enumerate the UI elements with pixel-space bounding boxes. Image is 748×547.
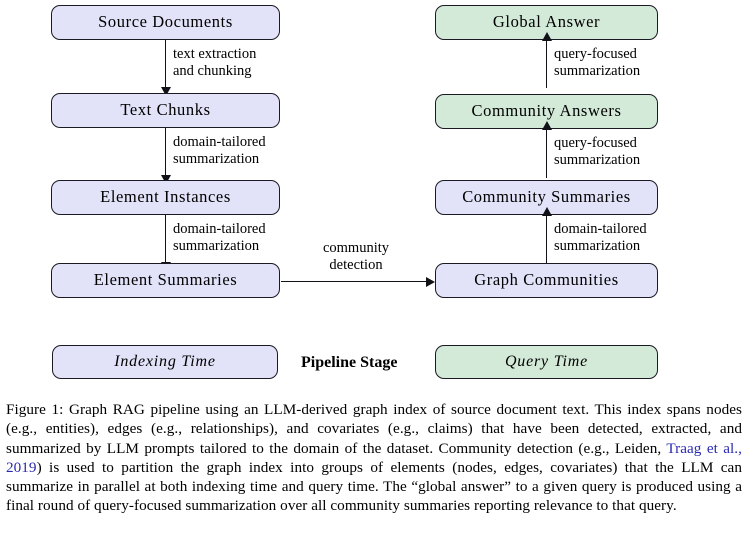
arrowhead-icon	[426, 277, 435, 288]
arrow-community-answers-to-global-answer	[542, 32, 553, 88]
arrowhead-icon	[542, 32, 553, 41]
node-label: Element Summaries	[93, 270, 238, 290]
arrow-element-instances-to-element-summaries	[161, 215, 172, 271]
legend-query-time[interactable]: Query Time	[435, 345, 658, 379]
node-graph-communities[interactable]: Graph Communities	[435, 263, 658, 298]
figure-caption: Figure 1: Graph RAG pipeline using an LL…	[6, 400, 742, 516]
node-source-documents[interactable]: Source Documents	[51, 5, 280, 40]
node-label: Community Answers	[471, 101, 622, 121]
caption-citation-link[interactable]: Traag et al., 2019	[6, 439, 743, 476]
caption-part-2: ) is used to partition the graph index i…	[6, 458, 742, 515]
node-label: Graph Communities	[474, 270, 619, 290]
arrowhead-icon	[542, 207, 553, 216]
edge-label-text-extraction: text extraction and chunking	[173, 46, 257, 79]
edge-label-domain-tailored-3: domain-tailored summarization	[554, 221, 647, 254]
edge-label-community-detection: community detection	[322, 240, 390, 273]
arrowhead-icon	[161, 175, 172, 184]
arrow-text-chunks-to-element-instances	[161, 128, 172, 184]
edge-label-domain-tailored-1: domain-tailored summarization	[173, 134, 266, 167]
node-element-summaries[interactable]: Element Summaries	[51, 263, 280, 298]
node-text-chunks[interactable]: Text Chunks	[51, 93, 280, 128]
edge-label-domain-tailored-2: domain-tailored summarization	[173, 221, 266, 254]
node-label: Source Documents	[98, 12, 233, 32]
legend-label: Query Time	[504, 353, 589, 370]
legend-indexing-time[interactable]: Indexing Time	[52, 345, 278, 379]
arrow-element-summaries-to-graph-communities	[281, 277, 435, 288]
arrowhead-icon	[161, 87, 172, 96]
node-element-instances[interactable]: Element Instances	[51, 180, 280, 215]
legend-title-pipeline-stage: Pipeline Stage	[301, 354, 398, 371]
caption-part-1: Figure 1: Graph RAG pipeline using an LL…	[6, 401, 742, 457]
node-label: Global Answer	[492, 12, 601, 32]
edge-label-query-focused-2: query-focused summarization	[554, 135, 641, 168]
edge-label-query-focused-1: query-focused summarization	[554, 46, 641, 79]
arrow-community-summaries-to-community-answers	[542, 121, 553, 178]
node-label: Text Chunks	[120, 100, 211, 120]
arrow-graph-communities-to-community-summaries	[542, 207, 553, 263]
node-global-answer[interactable]: Global Answer	[435, 5, 658, 40]
node-label: Element Instances	[100, 187, 231, 207]
node-label: Community Summaries	[462, 187, 631, 207]
arrowhead-icon	[542, 121, 553, 130]
legend-label: Indexing Time	[114, 353, 216, 370]
arrow-source-documents-to-text-chunks	[161, 40, 172, 96]
figure-diagram: Source Documents text extraction and chu…	[51, 5, 658, 379]
